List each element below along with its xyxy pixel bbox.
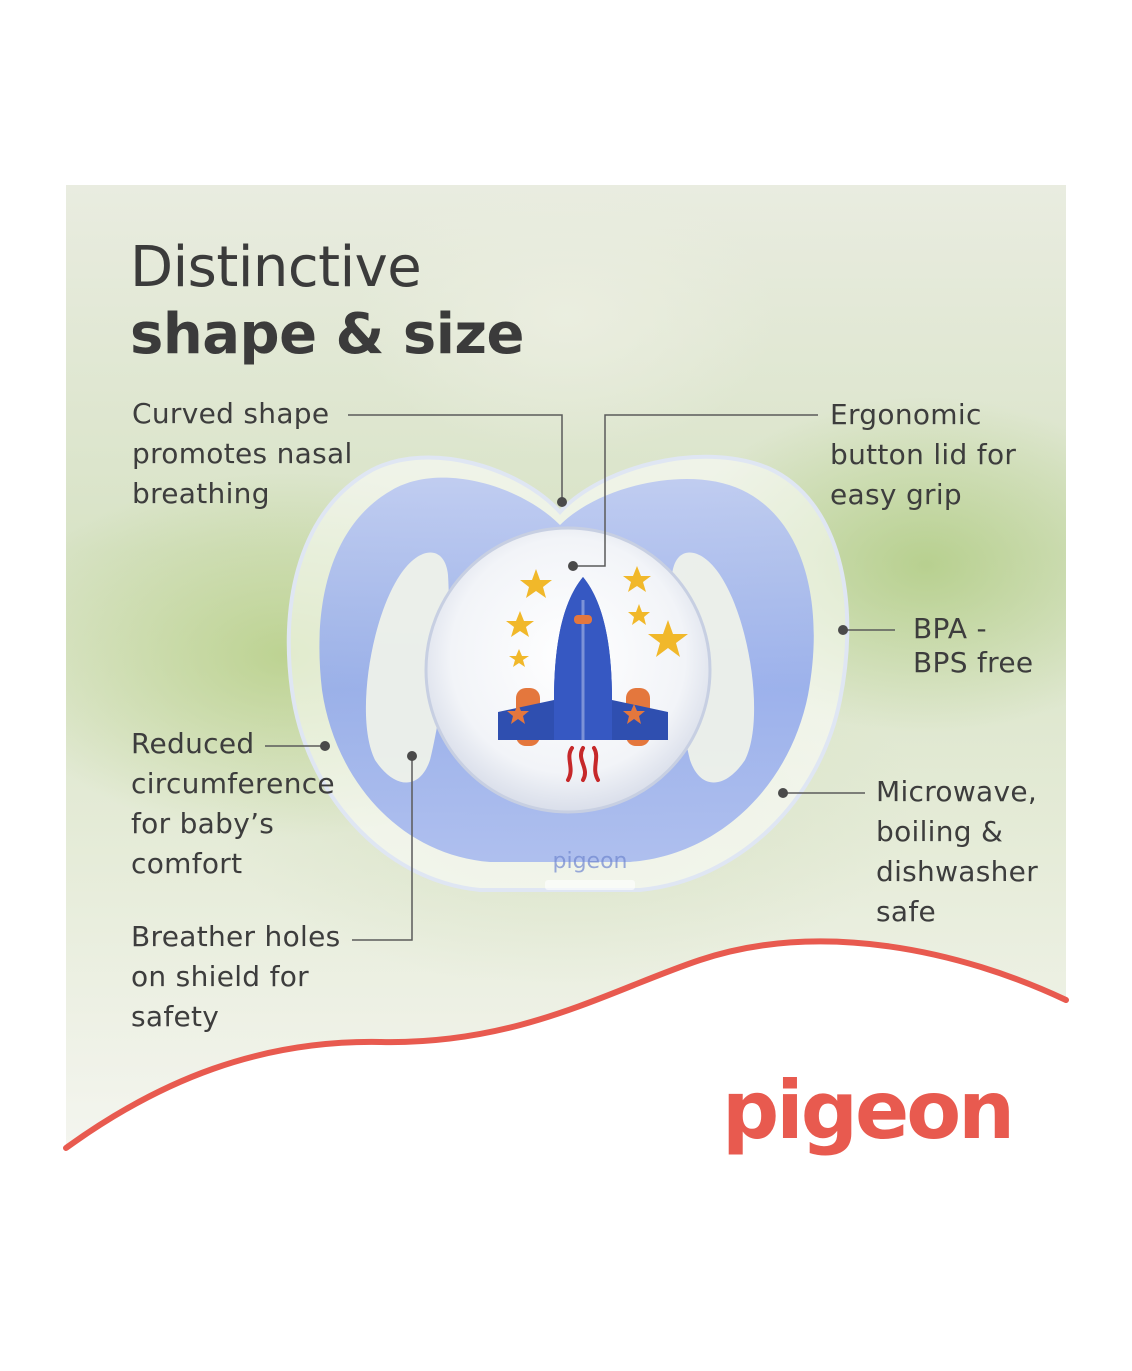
callout-bpa-free: BPA - BPS free xyxy=(913,612,1034,679)
callout-curved-shape: Curved shape promotes nasal breathing xyxy=(132,397,353,510)
star-icon-group xyxy=(506,566,688,667)
callout-reduced-circumference: Reduced circumference for baby’s comfort xyxy=(131,727,335,880)
leader-lines xyxy=(265,414,895,941)
callout-breather-holes: Breather holes on shield for safety xyxy=(131,920,341,1033)
callout-ergonomic-lid: Ergonomic button lid for easy grip xyxy=(830,398,1017,511)
product-embossed-text: pigeon xyxy=(553,849,628,874)
page-title: Distinctive shape & size xyxy=(130,236,524,370)
title-line-1: Distinctive xyxy=(130,235,422,300)
rocket-icon xyxy=(498,577,668,782)
callout-microwave-safe: Microwave, boiling & dishwasher safe xyxy=(876,775,1039,928)
leader-dots xyxy=(320,497,848,798)
title-line-2: shape & size xyxy=(130,302,524,367)
breather-hole-left xyxy=(365,552,449,783)
brand-logo: pigeon xyxy=(722,1064,1015,1157)
decorative-wave xyxy=(66,941,1066,1150)
